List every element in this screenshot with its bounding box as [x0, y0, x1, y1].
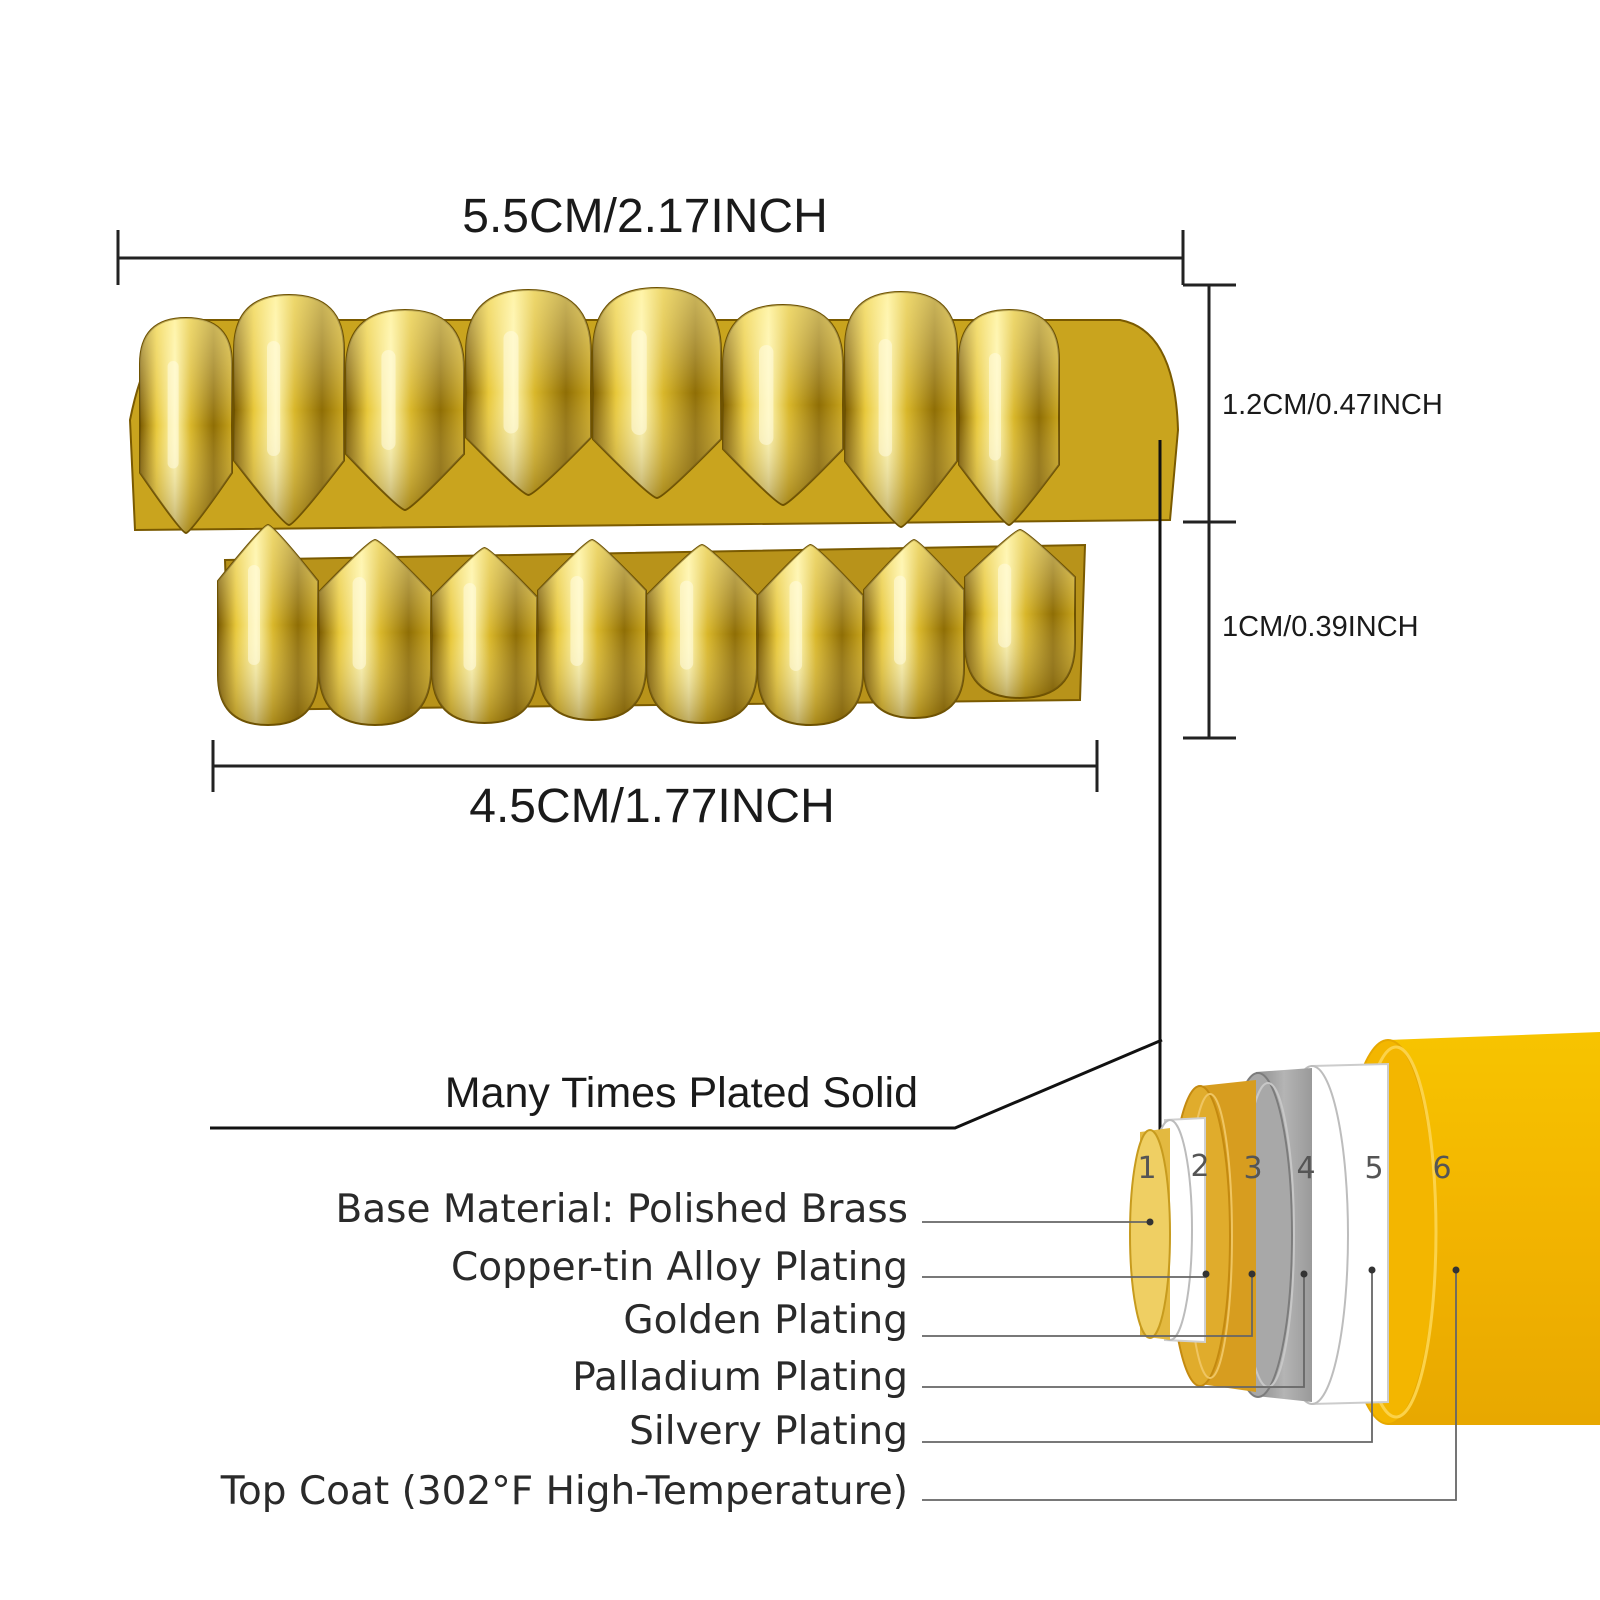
leader-line-3: [922, 1274, 1253, 1337]
layer-labels: Base Material: Polished BrassCopper-tin …: [220, 1187, 908, 1514]
layer-label-1: Base Material: Polished Brass: [335, 1187, 908, 1232]
layer-number-6: 6: [1432, 1151, 1451, 1186]
bottom-width-label: 4.5CM/1.77INCH: [469, 780, 834, 833]
layer-number-5: 5: [1364, 1151, 1383, 1186]
layer-label-2: Copper-tin Alloy Plating: [451, 1245, 908, 1290]
layer-number-4: 4: [1296, 1151, 1315, 1186]
leader-line-4: [922, 1274, 1305, 1388]
lower-grill-image: [217, 523, 1087, 727]
plating-title: Many Times Plated Solid: [445, 1069, 918, 1117]
layer-1-face: [1129, 1129, 1171, 1339]
leader-dot-2: [1202, 1270, 1210, 1278]
leader-dot-3: [1248, 1270, 1256, 1278]
pointer-line: [210, 440, 1163, 1140]
top-width-dimension: [116, 230, 1185, 285]
bottom-width-dimension: [211, 740, 1099, 792]
layer-label-6: Top Coat (302°F High-Temperature): [220, 1469, 908, 1514]
top-width-label: 5.5CM/2.17INCH: [462, 190, 827, 243]
leader-dot-1: [1146, 1218, 1154, 1226]
lower-height-label: 1CM/0.39INCH: [1222, 611, 1419, 643]
layer-label-5: Silvery Plating: [629, 1409, 908, 1454]
height-dimension: [1183, 283, 1236, 740]
layer-label-4: Palladium Plating: [572, 1355, 908, 1400]
layer-leader-lines: [922, 1218, 1460, 1501]
layer-label-3: Golden Plating: [623, 1298, 908, 1343]
upper-height-label: 1.2CM/0.47INCH: [1222, 389, 1443, 421]
layer-number-1: 1: [1137, 1151, 1156, 1186]
plating-cylinder: [1129, 1032, 1600, 1425]
layer-number-3: 3: [1243, 1151, 1262, 1186]
layer-6-shape: [1388, 1032, 1600, 1425]
upper-grill-image: [128, 286, 1180, 535]
leader-line-5: [922, 1270, 1373, 1443]
leader-dot-5: [1368, 1266, 1376, 1274]
leader-line-6: [922, 1270, 1457, 1501]
leader-dot-6: [1452, 1266, 1460, 1274]
layer-number-2: 2: [1190, 1149, 1209, 1184]
leader-dot-4: [1300, 1270, 1308, 1278]
